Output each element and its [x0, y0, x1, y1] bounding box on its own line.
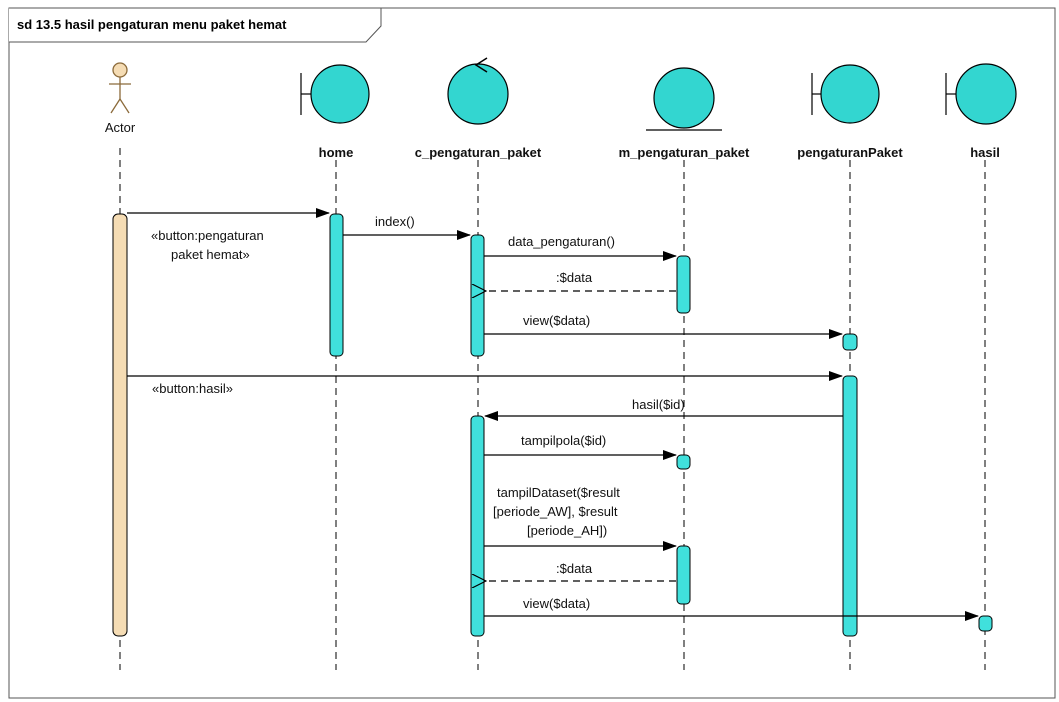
- message-label-m3: data_pengaturan(): [508, 234, 615, 249]
- participant-pengaturanpaket-label: pengaturanPaket: [797, 145, 903, 160]
- actor-figure: [109, 62, 131, 114]
- message-label-m6: «button:hasil»: [152, 381, 233, 396]
- participant-home-label: home: [319, 145, 354, 160]
- message-label-m8: tampilpola($id): [521, 433, 606, 448]
- message-label-m1-line1: «button:pengaturan: [151, 228, 264, 243]
- diagram-frame: [8, 7, 1056, 699]
- message-label-m10: :$data: [556, 561, 593, 576]
- boundary-home-icon: [300, 64, 370, 124]
- message-label-m9-line2: [periode_AW], $result: [493, 504, 618, 519]
- activation-home: [329, 213, 344, 357]
- message-arrows: [127, 208, 979, 621]
- participant-c-pengaturan-paket-label: c_pengaturan_paket: [415, 145, 542, 160]
- activation-m-pengaturan-1: [676, 255, 691, 314]
- boundary-pengaturanpaket-icon: [811, 64, 880, 124]
- message-label-m7: hasil($id): [632, 397, 685, 412]
- participant-hasil-label: hasil: [970, 145, 1000, 160]
- message-label-m1-line2: paket hemat»: [171, 247, 250, 262]
- activation-pengaturanpaket-2: [842, 375, 858, 637]
- message-label-m11: view($data): [523, 596, 590, 611]
- frame-title-tab: [9, 7, 382, 43]
- activation-c-pengaturan-2: [470, 415, 485, 637]
- message-label-m2: index(): [375, 214, 415, 229]
- control-c-pengaturan-paket-icon: [447, 57, 509, 125]
- entity-m-pengaturan-paket-icon: [646, 67, 722, 131]
- activation-m-pengaturan-2: [676, 454, 691, 470]
- activation-hasil: [978, 615, 993, 632]
- message-label-m9-line3: [periode_AH]): [527, 523, 607, 538]
- participant-m-pengaturan-paket-label: m_pengaturan_paket: [619, 145, 750, 160]
- frame-title: sd 13.5 hasil pengaturan menu paket hema…: [17, 17, 287, 32]
- activation-c-pengaturan-1: [470, 234, 485, 357]
- message-label-m5: view($data): [523, 313, 590, 328]
- activation-pengaturanpaket-1: [842, 333, 858, 351]
- activation-m-pengaturan-3: [676, 545, 691, 605]
- participant-actor-label: Actor: [105, 120, 136, 135]
- message-label-m4: :$data: [556, 270, 593, 285]
- boundary-hasil-icon: [945, 63, 1017, 125]
- activation-actor: [112, 213, 128, 637]
- message-label-m9-line1: tampilDataset($result: [497, 485, 620, 500]
